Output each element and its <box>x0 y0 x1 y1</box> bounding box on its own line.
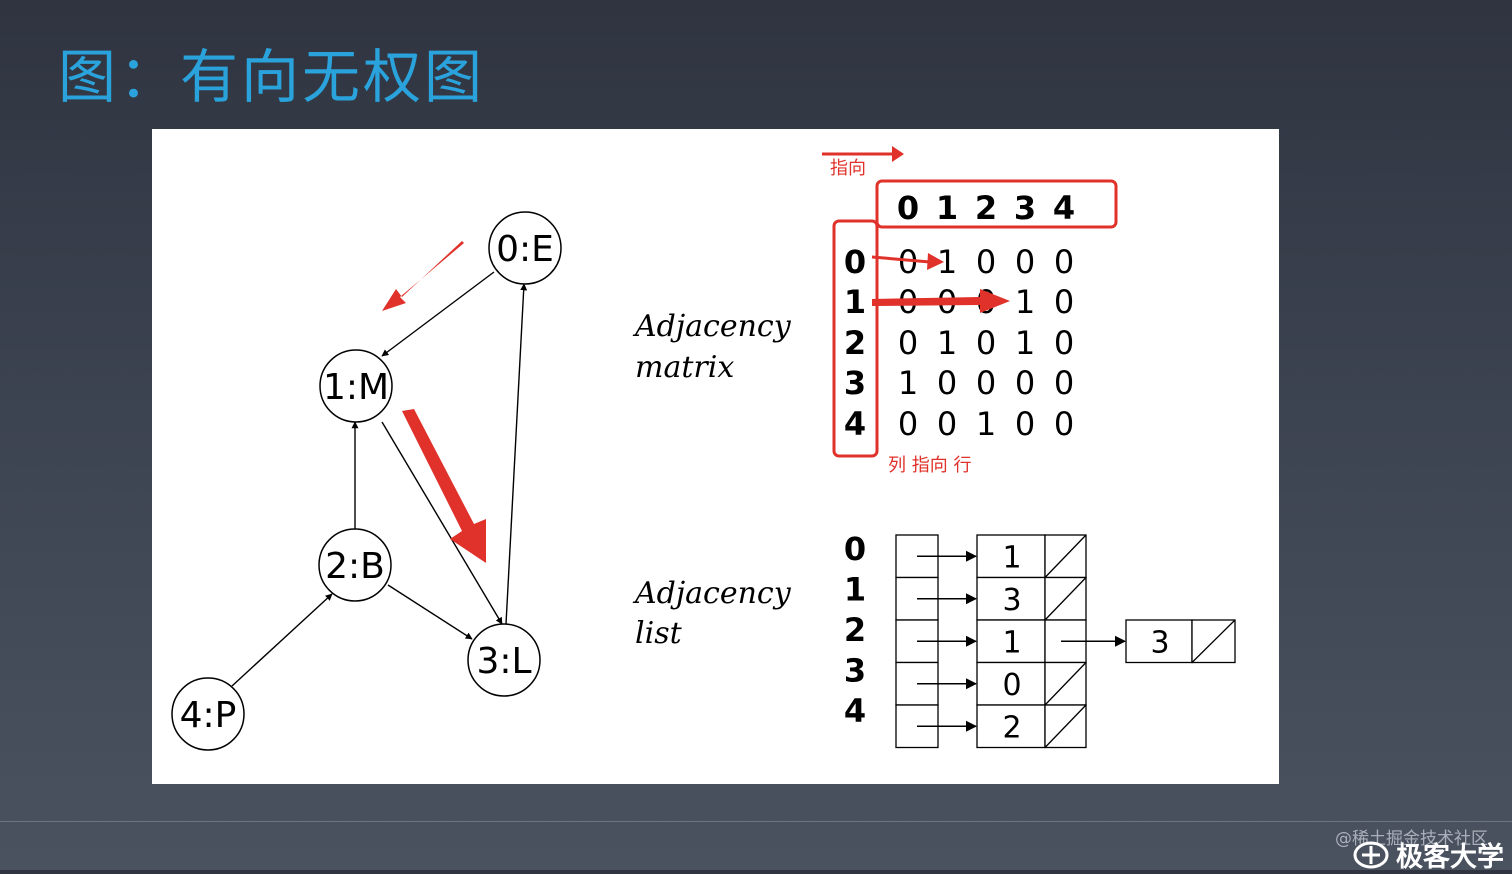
matrix-cell: 1 <box>937 243 957 281</box>
null-pointer-slash <box>1191 619 1236 663</box>
node-4-label: 4:P <box>180 695 237 736</box>
matrix-cell: 1 <box>1015 324 1035 362</box>
list-value: 3 <box>1002 583 1021 618</box>
matrix-cell: 0 <box>1054 324 1074 362</box>
matrix-red-arrow-row0 <box>871 253 944 270</box>
node-1: 1:M <box>319 349 393 423</box>
node-0: 0:E <box>488 211 562 285</box>
matrix-cell: 0 <box>976 243 996 281</box>
matrix-row-header: 1 <box>844 283 866 321</box>
matrix-col-header: 2 <box>975 189 997 227</box>
matrix-cell: 0 <box>1015 243 1035 281</box>
adj-list-label-2: list <box>635 616 683 651</box>
edge-0-1 <box>381 271 495 357</box>
matrix-row-header: 4 <box>844 405 866 443</box>
node-1-label: 1:M <box>323 367 389 408</box>
matrix-cell: 0 <box>1015 405 1035 443</box>
list-value-cell <box>976 661 1046 706</box>
matrix-col-header: 4 <box>1053 189 1075 227</box>
footer-divider <box>0 821 1512 822</box>
slide-title: 图：有向无权图 <box>58 43 486 111</box>
matrix-cell: 0 <box>1054 405 1074 443</box>
list-value-cell <box>976 576 1046 621</box>
matrix-cell: 1 <box>898 364 918 402</box>
matrix-cell: 0 <box>898 405 918 443</box>
brand-name: 极客大学 <box>1396 841 1504 873</box>
matrix-cell: 0 <box>1054 243 1074 281</box>
node-4: 4:P <box>171 677 245 751</box>
list-value: 2 <box>1002 710 1021 745</box>
matrix-cell: 0 <box>1015 364 1035 402</box>
adj-matrix-label-1: Adjacency <box>632 309 792 344</box>
matrix-cell: 0 <box>976 364 996 402</box>
matrix-cell: 1 <box>937 324 957 362</box>
matrix-col-header: 3 <box>1014 189 1036 227</box>
row-header-box <box>832 219 879 458</box>
adjacency-matrix: 01234012340100000010010101000000100 <box>844 189 1075 443</box>
node-3: 3:L <box>467 623 541 697</box>
matrix-cell: 0 <box>1054 364 1074 402</box>
adj-list-label-1: Adjacency <box>632 576 792 611</box>
list-row-header: 2 <box>844 611 866 649</box>
null-pointer-slash <box>1044 662 1087 706</box>
node-0-label: 0:E <box>496 229 554 270</box>
brand: 极客大学 <box>1352 838 1504 873</box>
matrix-row-header: 2 <box>844 324 866 362</box>
node-3-label: 3:L <box>476 641 531 682</box>
list-extra-value: 3 <box>1150 625 1169 660</box>
matrix-col-header: 0 <box>897 189 919 227</box>
null-pointer-slash <box>1044 704 1087 748</box>
edge-2-3 <box>387 584 473 640</box>
col-points-row-text: 列 指向 行 <box>888 455 971 476</box>
matrix-cell: 0 <box>937 364 957 402</box>
diagram-panel: 0:E 1:M 2:B 3:L 4:P Adjacency matrix Adj… <box>152 129 1279 784</box>
diagram-svg: 0:E 1:M 2:B 3:L 4:P Adjacency matrix Adj… <box>171 146 1236 751</box>
list-value: 0 <box>1002 668 1021 703</box>
list-value: 1 <box>1002 540 1021 575</box>
list-row-header: 4 <box>844 692 866 730</box>
pointing-text: 指向 <box>830 158 866 179</box>
list-value-cell <box>976 619 1046 664</box>
red-arrow-0-to-1 <box>382 241 464 311</box>
list-value: 1 <box>1002 625 1021 660</box>
list-value-cell <box>976 534 1046 579</box>
matrix-cell: 1 <box>1015 283 1035 321</box>
matrix-red-arrow-row1 <box>872 289 1010 313</box>
matrix-cell: 0 <box>976 324 996 362</box>
node-2-label: 2:B <box>325 546 385 587</box>
matrix-cell: 1 <box>976 405 996 443</box>
edge-1-3 <box>381 421 503 625</box>
matrix-cell: 0 <box>898 324 918 362</box>
red-arrow-1-to-3 <box>402 409 486 563</box>
list-row-header: 0 <box>844 530 866 568</box>
null-pointer-slash <box>1044 534 1087 578</box>
adj-matrix-label-2: matrix <box>635 350 734 385</box>
matrix-row-header: 3 <box>844 364 866 402</box>
matrix-row-header: 0 <box>844 243 866 281</box>
node-2: 2:B <box>318 528 392 602</box>
brand-logo-icon <box>1353 841 1389 869</box>
list-row-header: 1 <box>844 571 866 609</box>
list-row-header: 3 <box>844 652 866 690</box>
list-value-cell <box>976 704 1046 749</box>
edge-4-2 <box>231 593 333 687</box>
null-pointer-slash <box>1044 577 1087 621</box>
matrix-cell: 0 <box>898 243 918 281</box>
column-header-box <box>875 179 1118 229</box>
matrix-cell: 0 <box>1054 283 1074 321</box>
matrix-col-header: 1 <box>936 189 958 227</box>
edge-3-0 <box>505 283 528 625</box>
matrix-cell: 0 <box>937 405 957 443</box>
pointing-annotation: 指向 <box>822 146 904 179</box>
